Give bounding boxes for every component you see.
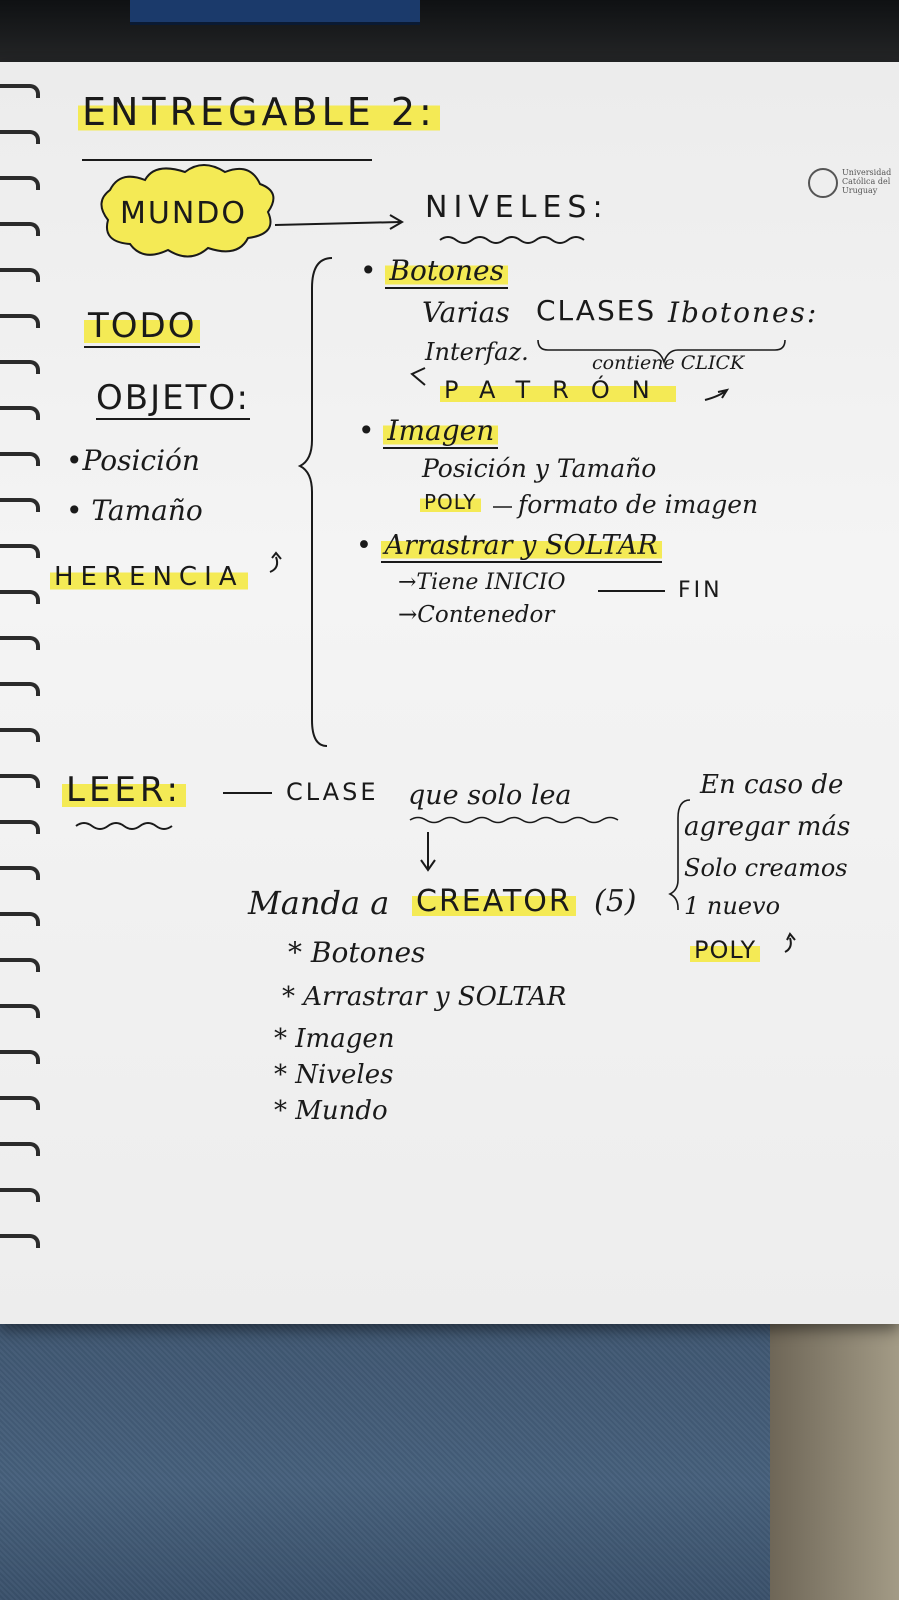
creator-item-niveles: * Niveles: [274, 1060, 394, 1090]
side-poly-arrow: [784, 932, 796, 953]
mundo-arrow: [274, 221, 401, 226]
spiral-ring: [0, 958, 40, 972]
tiene-inicio-text: →Tiene INICIO: [398, 570, 566, 595]
ink-drawings: [75, 159, 796, 953]
notebook-page: Universidad Católica del Uruguay: [0, 62, 899, 1324]
imagen-heading-text: Imagen: [383, 414, 499, 449]
spiral-ring: [0, 1004, 40, 1018]
contiene-click-text: contiene CLICK: [592, 352, 745, 374]
spiral-ring: [0, 268, 40, 282]
spiral-ring: [0, 774, 40, 788]
spiral-ring: [0, 84, 40, 98]
spiral-ring: [0, 406, 40, 420]
niveles-squiggle: [439, 236, 585, 244]
spiral-ring: [0, 682, 40, 696]
niveles-brace: [297, 257, 333, 747]
creator-count: (5): [594, 884, 637, 919]
fin-text: FIN: [678, 578, 723, 603]
leer-squiggle: [75, 822, 173, 830]
laptop-edge: [130, 0, 420, 25]
creator-label: CREATOR: [412, 884, 576, 919]
spiral-ring: [0, 636, 40, 650]
down-arrowhead: [420, 859, 436, 872]
spiral-ring: [0, 820, 40, 834]
solo-lea-text: que solo lea: [408, 780, 572, 811]
botones-heading: • Botones: [360, 254, 508, 289]
creator-item-mundo: * Mundo: [274, 1096, 388, 1126]
mundo-cloud: [100, 164, 275, 258]
spiral-ring: [0, 452, 40, 466]
spiral-ring: [0, 912, 40, 926]
botones-heading-text: Botones: [385, 254, 508, 289]
clases-brace: [537, 339, 786, 365]
manda-text: Manda a: [248, 884, 390, 922]
creator-item-imagen: * Imagen: [274, 1024, 395, 1054]
creator-item-arrastrar: * Arrastrar y SOLTAR: [282, 982, 567, 1012]
side-note-line4: 1 nuevo: [684, 892, 781, 920]
mundo-label: MUNDO: [120, 196, 247, 231]
patron-left-arrow: [410, 367, 426, 386]
patron-label: PATRÓN: [440, 376, 676, 404]
posicion-tamano-text: Posición y Tamaño: [422, 454, 657, 483]
posicion-item: •Posición: [66, 444, 200, 477]
fabric-background: [0, 1310, 899, 1600]
objeto-label: OBJETO:: [96, 378, 250, 420]
formato-text: formato de imagen: [518, 490, 759, 519]
contenedor-text: →Contenedor: [398, 602, 555, 628]
spiral-ring: [0, 590, 40, 604]
side-note-brace: [668, 799, 691, 910]
spiral-ring: [0, 130, 40, 144]
side-note-line3: Solo creamos: [684, 854, 848, 882]
spiral-ring: [0, 1142, 40, 1156]
varias-text: Varias: [422, 296, 510, 329]
side-note-line2: agregar más: [684, 812, 851, 842]
imagen-heading: • Imagen: [358, 414, 499, 449]
clase-text: CLASE: [286, 778, 379, 806]
spiral-ring: [0, 728, 40, 742]
patron-right-arrow: [704, 388, 730, 401]
spiral-ring: [0, 544, 40, 558]
clases-text: CLASES: [536, 294, 657, 327]
spiral-ring: [0, 314, 40, 328]
ibotones-text: Ibotones:: [668, 296, 819, 329]
herencia-label: HERENCIA: [50, 562, 248, 592]
arrastrar-heading-text: Arrastrar y SOLTAR: [380, 530, 662, 563]
tamano-item: • Tamaño: [66, 494, 203, 527]
logo-text: Universidad Católica del Uruguay: [842, 168, 892, 195]
spiral-ring: [0, 1096, 40, 1110]
shield-icon: [808, 168, 838, 198]
niveles-heading: NIVELES:: [425, 190, 609, 225]
herencia-arrow: [269, 551, 282, 573]
spiral-ring: [0, 1188, 40, 1202]
side-note-line1: En caso de: [700, 770, 844, 800]
spiral-ring: [0, 222, 40, 236]
university-logo: Universidad Católica del Uruguay: [808, 164, 894, 208]
spiral-ring: [0, 866, 40, 880]
leer-label: LEER:: [62, 770, 186, 810]
page-title: ENTREGABLE 2:: [78, 90, 440, 134]
spiral-ring: [0, 176, 40, 190]
todo-label: TODO: [84, 306, 201, 348]
poly-label: POLY: [420, 490, 481, 514]
creator-item-botones: * Botones: [288, 936, 426, 969]
spiral-ring: [0, 360, 40, 374]
arrastrar-heading: • Arrastrar y SOLTAR: [356, 530, 662, 563]
table-corner: [770, 1310, 899, 1600]
spiral-ring: [0, 498, 40, 512]
solo-lea-squiggle: [409, 816, 619, 824]
interfaz-text: Interfaz.: [425, 338, 529, 366]
spiral-ring: [0, 1234, 40, 1248]
side-poly-label: POLY: [690, 936, 761, 964]
spiral-ring: [0, 1050, 40, 1064]
mundo-arrowhead: [389, 214, 404, 230]
